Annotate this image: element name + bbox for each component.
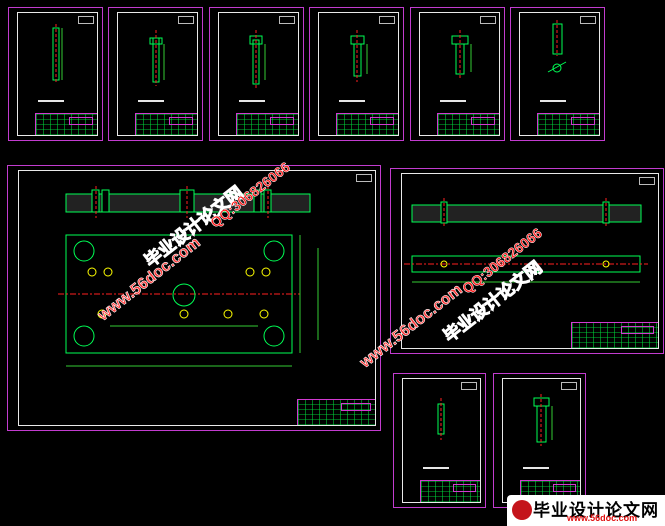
title-block	[296, 399, 375, 425]
title-block	[135, 100, 197, 135]
pin-part-3	[249, 30, 266, 88]
bar-section-view	[411, 198, 642, 228]
title-block	[419, 467, 480, 502]
corner-stamp	[178, 16, 194, 24]
sheet-frame	[419, 12, 500, 136]
sheet-frame	[117, 12, 198, 136]
drawing-sheet-7[interactable]	[393, 373, 486, 508]
drawing-sheet-main[interactable]	[7, 165, 381, 431]
drawing-sheet-6[interactable]	[510, 7, 605, 141]
title-block	[336, 100, 398, 135]
corner-stamp	[78, 16, 94, 24]
pin-part-1	[52, 24, 63, 84]
corner-stamp	[356, 174, 372, 182]
title-block	[236, 100, 298, 135]
sheet-frame	[318, 12, 399, 136]
drawing-sheet-5[interactable]	[410, 7, 505, 141]
bar-plan-view	[404, 255, 648, 283]
logo-url: www.56doc.com	[567, 513, 638, 523]
sheet-frame	[402, 378, 481, 503]
pin-part-8	[533, 394, 553, 446]
title-block	[537, 100, 599, 135]
drawing-sheet-2[interactable]	[108, 7, 203, 141]
drawing-sheet-1[interactable]	[8, 7, 103, 141]
corner-stamp	[279, 16, 295, 24]
title-block	[570, 322, 658, 348]
drawing-sheet-right[interactable]	[390, 168, 664, 354]
pin-part-7	[437, 398, 445, 440]
sheet-frame	[18, 170, 376, 426]
bushing-part-6	[547, 20, 567, 73]
pin-part-4	[350, 30, 368, 82]
title-block	[35, 100, 97, 135]
drawing-sheet-3[interactable]	[209, 7, 304, 141]
plate-section-view	[65, 186, 311, 218]
corner-stamp	[379, 16, 395, 24]
sheet-frame	[519, 12, 600, 136]
sheet-frame	[218, 12, 299, 136]
logo-text: 毕业设计论文网	[533, 501, 659, 520]
corner-stamp	[561, 382, 577, 390]
sheet-frame	[17, 12, 98, 136]
plate-plan-view	[58, 234, 319, 367]
drawing-sheet-4[interactable]	[309, 7, 404, 141]
pin-part-5	[451, 30, 472, 78]
corner-stamp	[580, 16, 596, 24]
corner-stamp	[461, 382, 477, 390]
corner-stamp	[480, 16, 496, 24]
title-block	[437, 100, 499, 135]
pin-part-2	[149, 30, 165, 86]
site-logo[interactable]: 毕业设计论文网 www.56doc.com	[507, 495, 665, 526]
logo-mark-icon	[512, 500, 532, 520]
corner-stamp	[639, 177, 655, 185]
sheet-frame	[401, 173, 659, 349]
